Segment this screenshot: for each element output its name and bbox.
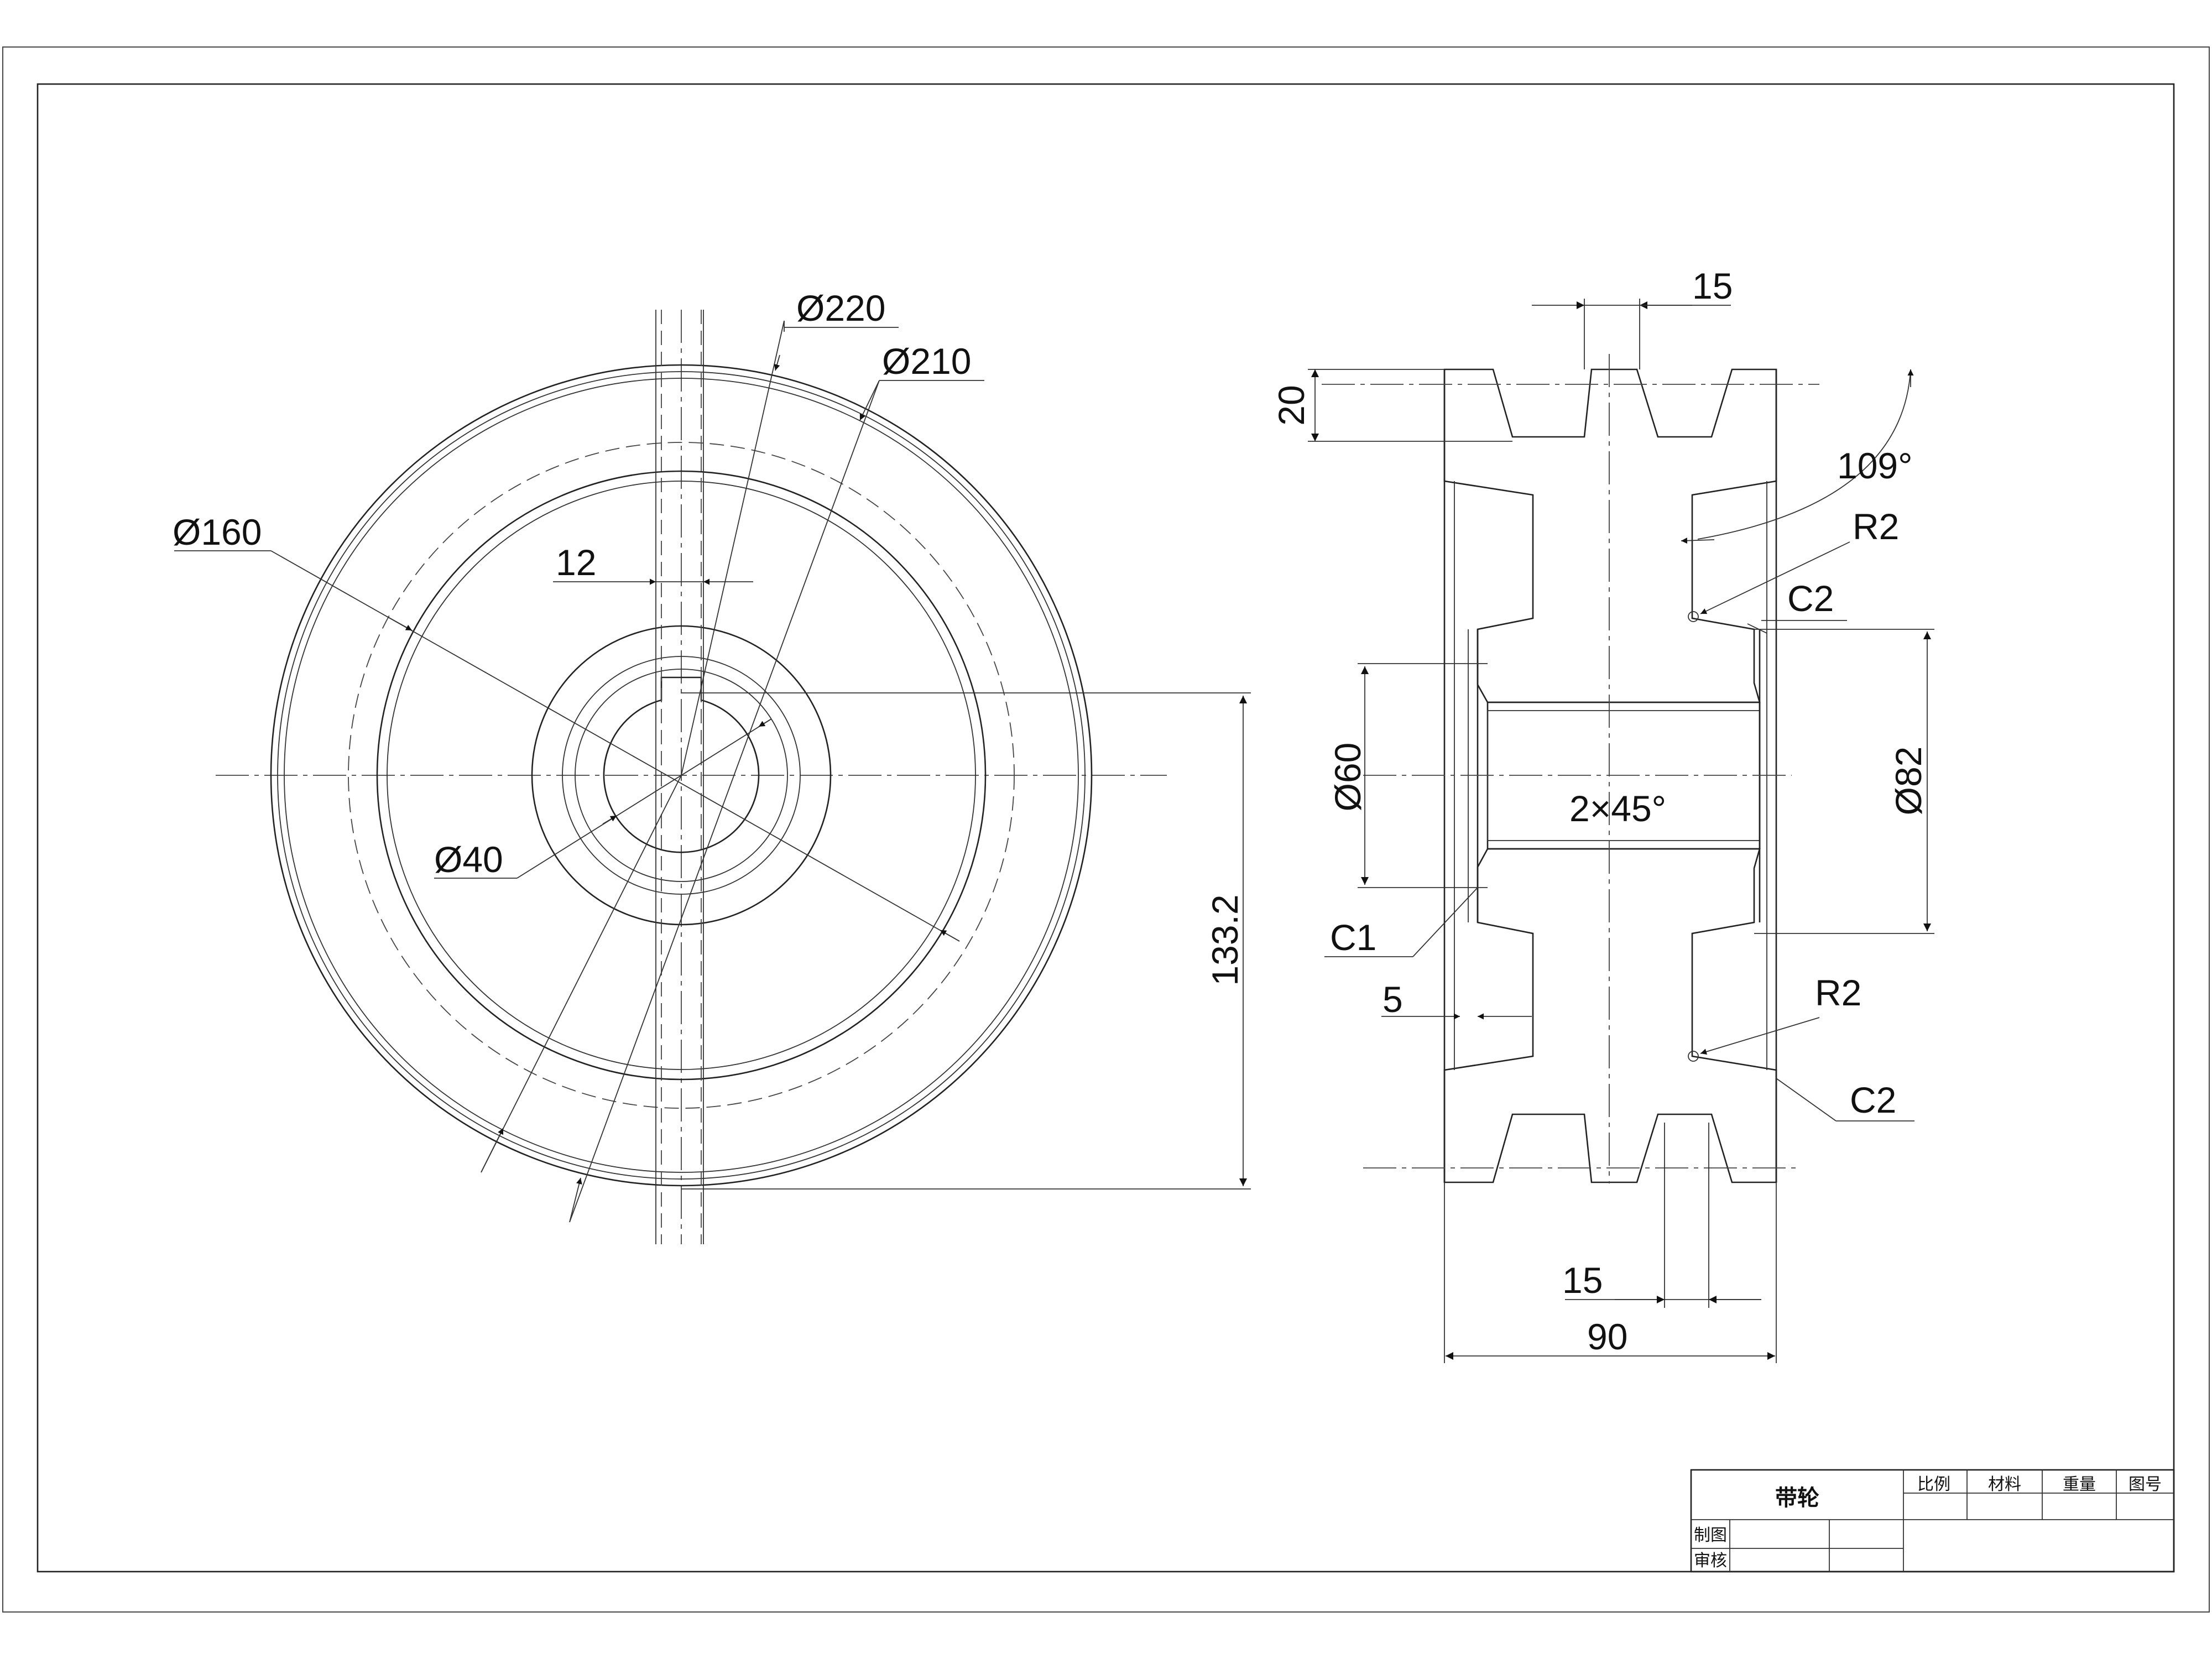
r2-bottom-marker [1688, 1051, 1699, 1062]
dim-15-bottom-label: 15 [1562, 1260, 1603, 1301]
dim-5-label: 5 [1383, 979, 1403, 1020]
dim-40-line [517, 718, 772, 879]
tb-checked-label: 审核 [1694, 1551, 1727, 1571]
dim-1332-label: 133.2 [1204, 894, 1245, 985]
dim-210-arrow-top [859, 380, 880, 421]
angle-109-arc [1697, 369, 1911, 540]
tb-drawn-label: 制图 [1694, 1526, 1727, 1545]
c2-bottom-label: C2 [1850, 1079, 1896, 1120]
tb-part-name: 带轮 [1775, 1485, 1819, 1511]
tb-scale-label: 比例 [1917, 1475, 1950, 1494]
r2-bottom-label: R2 [1815, 972, 1861, 1013]
r2-top-leader [1700, 541, 1850, 614]
title-block: 带轮 比例 材料 重量 图号 制图 审核 [1690, 1469, 2175, 1573]
angle-109-label: 109° [1837, 445, 1913, 486]
bore-with-keyway [603, 676, 760, 853]
c1-leader [1412, 887, 1478, 957]
dim-220-arrow-lower [481, 1128, 504, 1173]
title-block-frame [1690, 1469, 2175, 1573]
dim-90-label: 90 [1587, 1316, 1627, 1357]
hub-circle-3 [575, 669, 788, 882]
section-upper-hatch [1443, 368, 1777, 703]
r2-top-marker [1688, 611, 1699, 622]
c2-bottom-leader [1776, 1078, 1837, 1121]
sheet-inner-border [36, 83, 2175, 1573]
dim-220-ext-lower [481, 775, 682, 1173]
dim-40-arrow-a [602, 815, 617, 825]
tb-weight-label: 重量 [2063, 1475, 2096, 1494]
tb-material-label: 材料 [1988, 1475, 2021, 1494]
dim-160-arrow-b [940, 930, 960, 942]
c2-top-leader [1747, 623, 1767, 634]
web-inner-circle [387, 481, 976, 1070]
sheet-outer-border [2, 46, 2210, 1613]
c2-top-label: C2 [1787, 578, 1834, 619]
r2-top-label: R2 [1853, 506, 1899, 547]
r2-bottom-leader [1700, 1017, 1820, 1055]
dim-20-label: 20 [1271, 385, 1312, 425]
dim-40-arrow-b [758, 718, 772, 727]
front-view: 133.2 12 Ø220 Ø210 Ø160 Ø40 [173, 288, 1251, 1244]
section-lower-hatch [1443, 848, 1777, 1183]
dim-210-label: Ø210 [882, 341, 971, 382]
c1-label: C1 [1330, 917, 1376, 958]
hub-circle-2 [562, 656, 801, 895]
tb-drawing-no-label: 图号 [2128, 1475, 2162, 1494]
rim-dashed-circle [348, 442, 1015, 1109]
side-view: 15 20 109° R2 C2 Ø82 Ø60 2×45° [1271, 265, 1934, 1363]
web-outer-circle [376, 470, 987, 1081]
dim-15-top-label: 15 [1692, 265, 1733, 306]
pitch-circle [284, 378, 1079, 1173]
dim-12-label: 12 [556, 542, 596, 583]
dim-82-label: Ø82 [1888, 747, 1929, 816]
outer-rim-circle [270, 364, 1093, 1187]
dim-210-arrow-bottom [569, 1177, 582, 1223]
hub-outer-circle [531, 625, 832, 926]
angle-109-arrow [1681, 538, 1715, 544]
dim-210-line [569, 380, 880, 1223]
dim-160-arrow-a [387, 616, 413, 631]
dim-220-label: Ø220 [796, 288, 885, 328]
dim-160-label: Ø160 [173, 512, 262, 552]
dim-220-tick [774, 354, 780, 371]
dim-40-label: Ø40 [434, 839, 503, 880]
dim-220-line [681, 320, 785, 776]
dim-160-line [270, 550, 960, 942]
rim-circle-2 [277, 371, 1086, 1180]
dim-60-label: Ø60 [1327, 743, 1368, 812]
chamfer-bore-label: 2×45° [1569, 788, 1666, 829]
